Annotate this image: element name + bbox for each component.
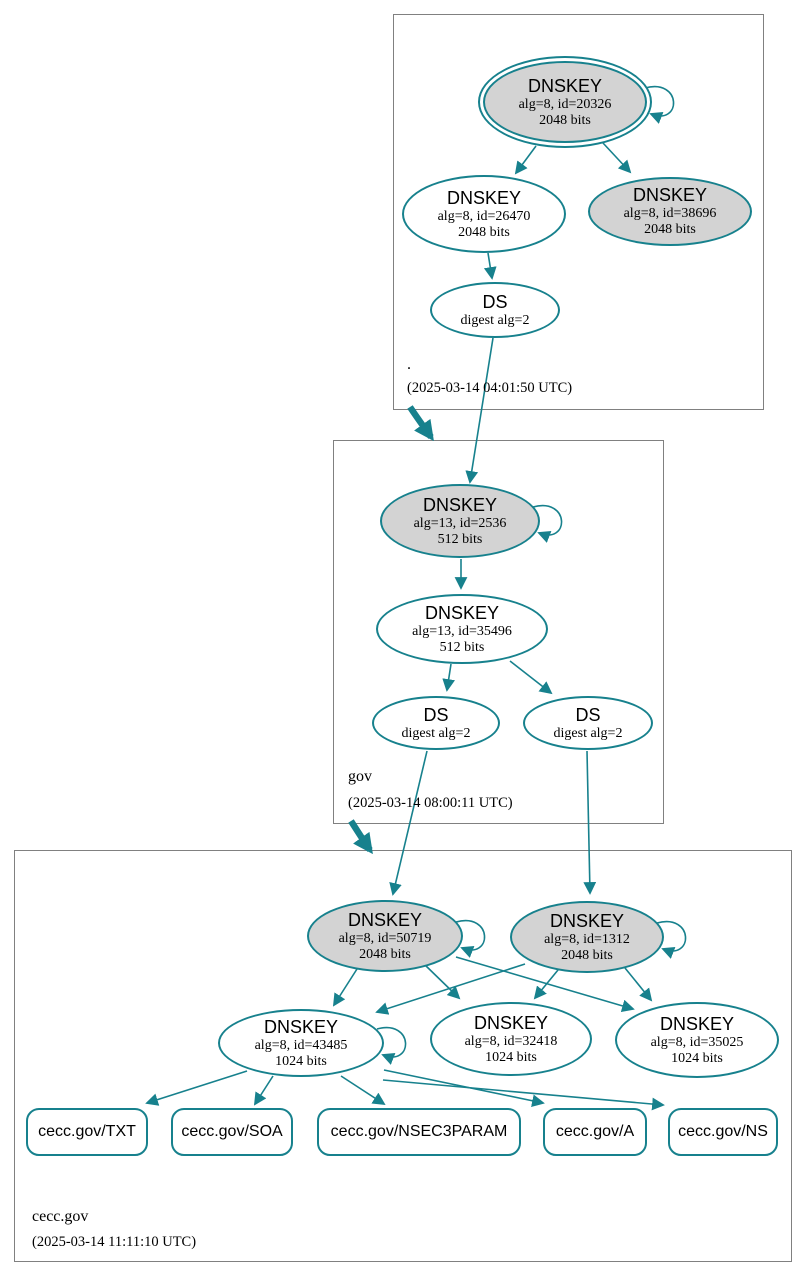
cecc-zone-timestamp: (2025-03-14 11:11:10 UTC) — [32, 1234, 197, 1250]
gov-ds1-node[interactable]: DS digest alg=2 — [372, 696, 500, 750]
node-meta: digest alg=2 — [401, 725, 471, 741]
rrset-cecc-gov-ns[interactable]: cecc.gov/NS — [668, 1108, 778, 1156]
gov-zone-timestamp: (2025-03-14 08:00:11 UTC) — [348, 795, 513, 811]
node-title: DNSKEY — [632, 185, 708, 205]
node-bits: 2048 bits — [359, 946, 411, 962]
root-zone-label: . — [407, 356, 411, 373]
node-title: DNSKEY — [659, 1013, 735, 1034]
node-bits: 2048 bits — [644, 222, 696, 237]
rrset-cecc-gov-soa[interactable]: cecc.gov/SOA — [171, 1108, 293, 1156]
node-meta: alg=8, id=1312 — [544, 931, 630, 947]
node-meta: alg=8, id=35025 — [650, 1034, 744, 1050]
node-meta: alg=13, id=35496 — [412, 623, 512, 639]
node-meta: alg=8, id=26470 — [437, 208, 531, 224]
node-title: DNSKEY — [446, 187, 522, 208]
node-meta: digest alg=2 — [460, 312, 530, 328]
gov-zone-label: gov — [348, 768, 372, 785]
delegation-arrow-gov-to-cecc — [348, 819, 373, 855]
cecc-ksk-dnskey-1312-node[interactable]: DNSKEY alg=8, id=1312 2048 bits — [510, 901, 664, 973]
node-title: DNSKEY — [347, 909, 423, 930]
cecc-zsk-dnskey-32418-node[interactable]: DNSKEY alg=8, id=32418 1024 bits — [430, 1002, 592, 1076]
rrset-cecc-gov-a[interactable]: cecc.gov/A — [543, 1108, 647, 1156]
node-bits: 1024 bits — [671, 1050, 723, 1066]
gov-zone-box — [333, 440, 664, 824]
node-meta: alg=8, id=20326 — [518, 96, 612, 112]
node-meta: digest alg=2 — [553, 725, 623, 741]
gov-ds2-node[interactable]: DS digest alg=2 — [523, 696, 653, 750]
root-zone-box — [393, 14, 764, 410]
cecc-ksk-dnskey-50719-node[interactable]: DNSKEY alg=8, id=50719 2048 bits — [307, 900, 463, 972]
gov-zsk-dnskey-35496-node[interactable]: DNSKEY alg=13, id=35496 512 bits — [376, 594, 548, 664]
root-zsk-dnskey-26470-node[interactable]: DNSKEY alg=8, id=26470 2048 bits — [402, 175, 566, 253]
node-title: DNSKEY — [549, 910, 625, 931]
node-meta: alg=8, id=43485 — [254, 1037, 348, 1053]
node-meta: alg=8, id=32418 — [464, 1033, 558, 1049]
node-title: DS — [575, 704, 601, 725]
node-bits: 2048 bits — [458, 224, 510, 240]
node-title: DNSKEY — [422, 494, 498, 515]
node-title: DNSKEY — [263, 1016, 339, 1037]
node-bits: 1024 bits — [485, 1049, 537, 1065]
node-bits: 512 bits — [439, 639, 485, 655]
cecc-zsk-dnskey-43485-node[interactable]: DNSKEY alg=8, id=43485 1024 bits — [218, 1009, 384, 1077]
node-meta: alg=8, id=50719 — [338, 930, 432, 946]
node-title: DS — [423, 704, 449, 725]
node-title: DS — [482, 291, 508, 312]
node-bits: 2048 bits — [561, 947, 613, 963]
rrset-cecc-gov-nsec3param[interactable]: cecc.gov/NSEC3PARAM — [317, 1108, 521, 1156]
node-bits: 2048 bits — [539, 112, 591, 128]
root-ksk-dnskey-38696-node[interactable]: DNSKEY alg=8, id=38696 2048 bits — [588, 177, 752, 246]
node-meta: alg=8, id=38696 — [623, 206, 717, 221]
root-ds-node[interactable]: DS digest alg=2 — [430, 282, 560, 338]
node-title: DNSKEY — [527, 75, 603, 96]
delegation-arrow-root-to-gov — [407, 405, 434, 442]
gov-ksk-dnskey-2536-node[interactable]: DNSKEY alg=13, id=2536 512 bits — [380, 484, 540, 558]
node-bits: 1024 bits — [275, 1053, 327, 1069]
root-zone-timestamp: (2025-03-14 04:01:50 UTC) — [407, 380, 573, 396]
node-title: DNSKEY — [473, 1012, 549, 1033]
cecc-zone-label: cecc.gov — [32, 1208, 89, 1225]
node-meta: alg=13, id=2536 — [413, 515, 507, 531]
rrset-cecc-gov-txt[interactable]: cecc.gov/TXT — [26, 1108, 148, 1156]
node-bits: 512 bits — [437, 531, 483, 547]
node-title: DNSKEY — [424, 602, 500, 623]
root-ksk-dnskey-20326-node[interactable]: DNSKEY alg=8, id=20326 2048 bits — [483, 61, 647, 143]
cecc-zsk-dnskey-35025-node[interactable]: DNSKEY alg=8, id=35025 1024 bits — [615, 1002, 779, 1078]
root-ksk-trust-anchor-outer-ring: DNSKEY alg=8, id=20326 2048 bits — [478, 56, 652, 148]
